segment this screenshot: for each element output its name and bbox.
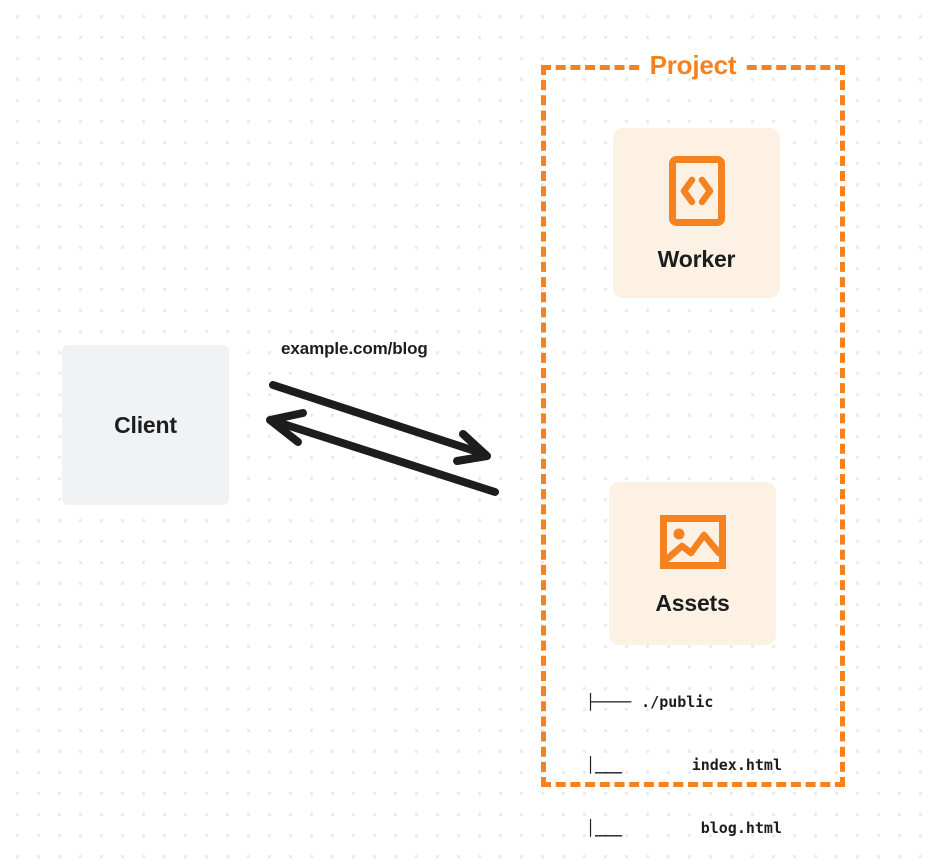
response-arrow-head [266, 409, 307, 446]
tree-item-label: blog.html [700, 819, 782, 837]
node-client-label: Client [114, 411, 177, 438]
tree-item-label: ./public [641, 693, 714, 711]
code-file-icon [668, 155, 726, 232]
project-container-label: Project [643, 52, 743, 78]
tree-branch-glyph: │___ [586, 819, 623, 837]
node-worker[interactable]: Worker [613, 128, 780, 298]
response-arrow-line [270, 417, 499, 496]
node-assets-label: Assets [655, 589, 730, 616]
tree-branch-glyph: ├──── [586, 693, 632, 711]
image-icon [659, 513, 727, 576]
request-arrow-head [453, 430, 491, 465]
node-worker-label: Worker [657, 246, 736, 272]
node-assets[interactable]: Assets [609, 482, 776, 645]
file-tree-row: ├──── ./public [586, 692, 782, 713]
assets-file-tree: ├──── ./public │___ index.html │___ blog… [586, 650, 782, 860]
tree-branch-glyph: │___ [586, 756, 623, 774]
node-client[interactable]: Client [62, 345, 229, 505]
connection-label: example.com/blog [281, 339, 428, 358]
file-tree-row: │___ blog.html [586, 818, 782, 839]
tree-item-label: index.html [691, 756, 782, 774]
file-tree-row: │___ index.html [586, 755, 782, 776]
request-arrow-line [269, 381, 488, 458]
